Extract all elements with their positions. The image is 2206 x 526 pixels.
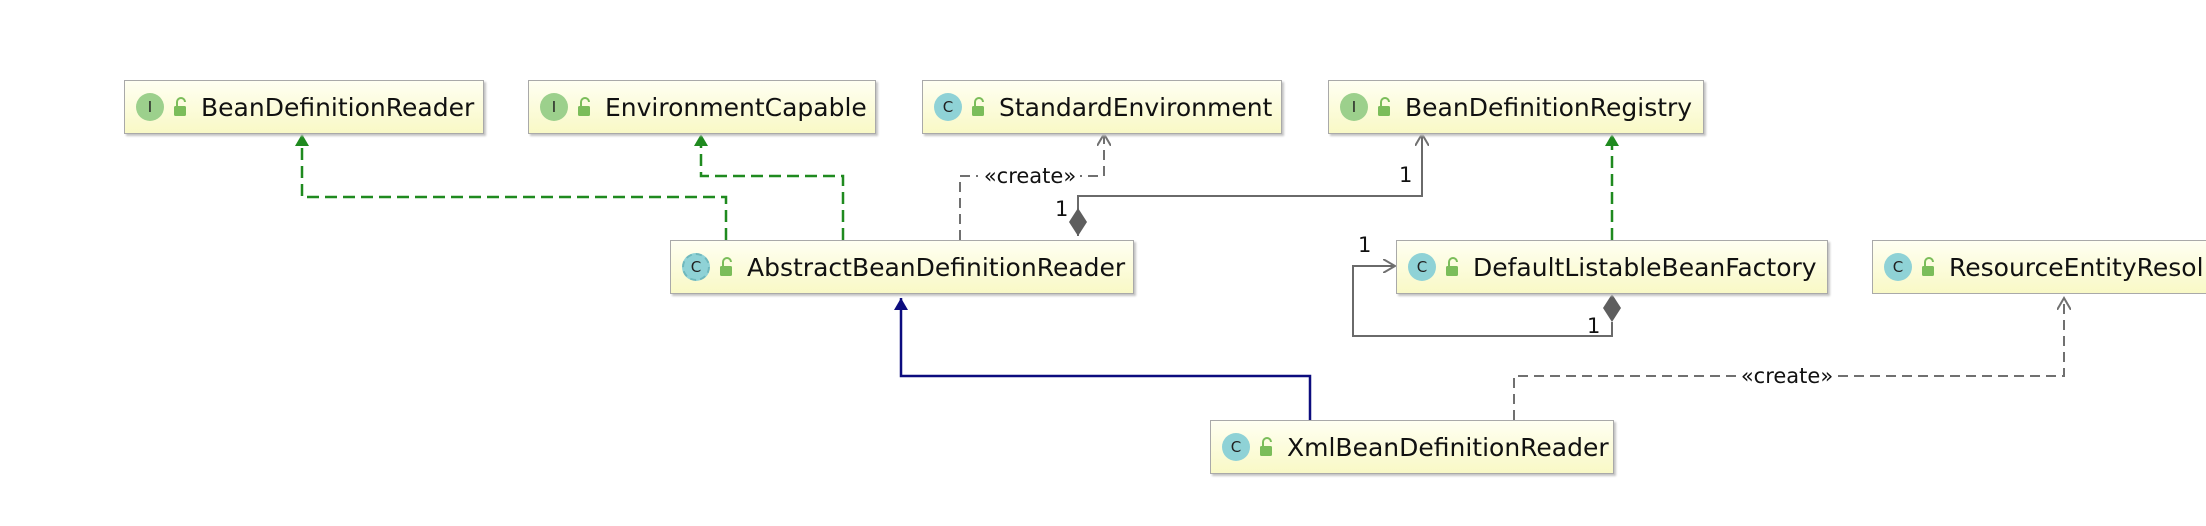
class-node-standard-environment[interactable]: C StandardEnvironment — [922, 80, 1282, 134]
class-name: BeanDefinitionRegistry — [1405, 92, 1693, 122]
class-icon: C — [1884, 253, 1912, 281]
interface-icon: I — [136, 93, 164, 121]
edge-dependency-xbdr-rer — [1513, 298, 2064, 420]
multiplicity-label: 1 — [1055, 197, 1068, 221]
label-background — [978, 164, 1080, 188]
class-node-default-listable-bean-factory[interactable]: C DefaultListableBeanFactory — [1396, 240, 1828, 294]
abstract-class-icon: C — [682, 253, 710, 281]
class-name: DefaultListableBeanFactory — [1473, 252, 1817, 282]
class-node-environment-capable[interactable]: I EnvironmentCapable — [528, 80, 876, 134]
class-name: StandardEnvironment — [999, 92, 1273, 122]
class-icon: C — [934, 93, 962, 121]
class-name: ResourceEntityResol — [1949, 252, 2204, 282]
class-icon: C — [1222, 433, 1250, 461]
interface-icon: I — [1340, 93, 1368, 121]
class-icon: C — [1408, 253, 1436, 281]
edge-composition-abdr-bdreg — [1077, 134, 1422, 236]
multiplicity-label: 1 — [1358, 233, 1371, 257]
label-background — [1736, 364, 1838, 388]
public-lock-icon — [1260, 437, 1272, 456]
class-node-resource-entity-resolver[interactable]: C ResourceEntityResol — [1872, 240, 2206, 294]
multiplicity-label: 1 — [1399, 163, 1412, 187]
edge-realization-abdr-bdr — [295, 134, 728, 240]
class-name: BeanDefinitionReader — [201, 92, 475, 122]
composition-diamond — [1069, 208, 1087, 236]
public-lock-icon — [1446, 257, 1458, 276]
class-name: XmlBeanDefinitionReader — [1287, 432, 1609, 462]
edge-label-create: «create» — [1741, 364, 1833, 388]
class-node-bean-definition-registry[interactable]: I BeanDefinitionRegistry — [1328, 80, 1704, 134]
edge-label-create: «create» — [984, 164, 1076, 188]
interface-icon: I — [540, 93, 568, 121]
multiplicity-label: 1 — [1587, 314, 1600, 338]
class-node-bean-definition-reader[interactable]: I BeanDefinitionReader — [124, 80, 484, 134]
class-name: EnvironmentCapable — [605, 92, 867, 122]
public-lock-icon — [720, 257, 732, 276]
class-name: AbstractBeanDefinitionReader — [747, 252, 1126, 282]
class-node-abstract-bean-definition-reader[interactable]: C AbstractBeanDefinitionReader — [670, 240, 1134, 294]
public-lock-icon — [972, 97, 984, 116]
edge-inheritance-xbdr-abdr — [894, 298, 1312, 420]
public-lock-icon — [1922, 257, 1934, 276]
public-lock-icon — [1378, 97, 1390, 116]
public-lock-icon — [174, 97, 186, 116]
composition-diamond — [1603, 294, 1621, 322]
class-node-xml-bean-definition-reader[interactable]: C XmlBeanDefinitionReader — [1210, 420, 1614, 474]
edge-realization-abdr-ec — [694, 134, 845, 240]
edge-composition-dlbf-self — [1352, 266, 1613, 337]
public-lock-icon — [578, 97, 590, 116]
